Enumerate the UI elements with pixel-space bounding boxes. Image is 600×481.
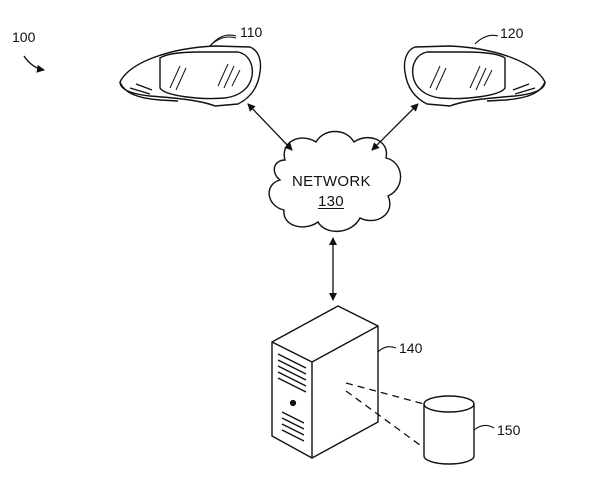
headset-right-ref-label: 120 bbox=[500, 25, 524, 41]
network-label: NETWORK bbox=[292, 173, 371, 190]
network-cloud bbox=[268, 130, 402, 232]
server-tower bbox=[271, 305, 379, 459]
figure-pointer-arrow bbox=[23, 55, 45, 73]
database-ref-label: 150 bbox=[497, 422, 521, 438]
figure-ref-label: 100 bbox=[12, 29, 36, 45]
headset-left bbox=[119, 36, 262, 107]
network-ref-label: 130 bbox=[318, 193, 344, 210]
database-cylinder bbox=[423, 395, 475, 465]
leader-150 bbox=[473, 424, 495, 431]
leader-140 bbox=[377, 346, 397, 353]
link-headset-right-network bbox=[371, 103, 419, 151]
headset-left-ref-label: 110 bbox=[240, 24, 263, 40]
link-headset-left-network bbox=[247, 103, 293, 151]
dashed-link-server-db-bottom bbox=[345, 390, 425, 449]
server-ref-label: 140 bbox=[399, 340, 423, 356]
headset-right bbox=[403, 34, 546, 107]
dashed-link-server-db-top bbox=[345, 382, 425, 405]
leader-110 bbox=[209, 34, 237, 47]
